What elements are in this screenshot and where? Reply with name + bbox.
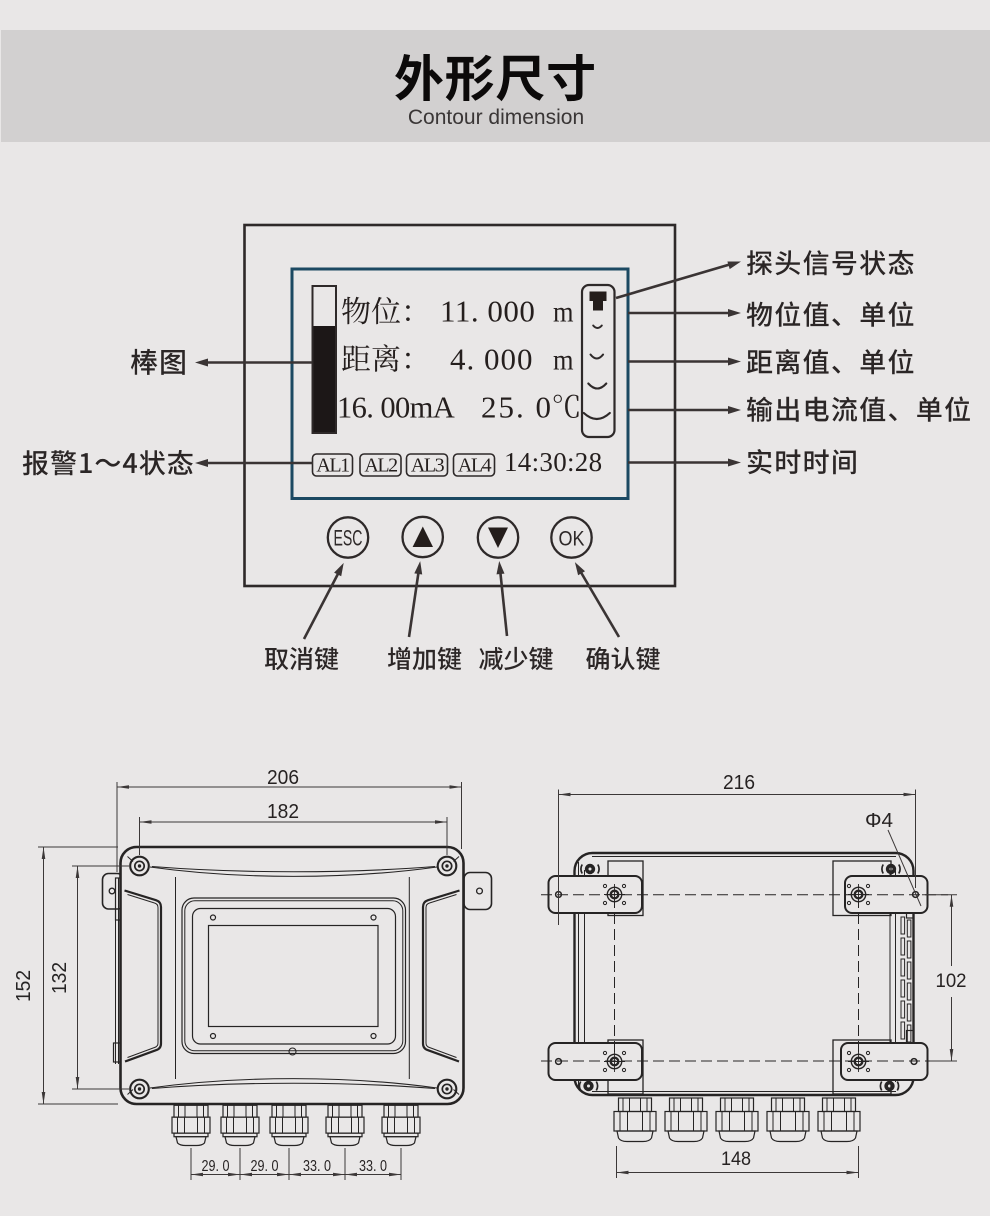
svg-text:ESC: ESC xyxy=(334,526,363,551)
svg-text:25. 0: 25. 0 xyxy=(481,390,553,425)
svg-text:216: 216 xyxy=(723,772,755,794)
svg-text:14:30:28: 14:30:28 xyxy=(504,447,602,477)
svg-text:29. 0: 29. 0 xyxy=(202,1158,230,1175)
svg-text:132: 132 xyxy=(49,962,71,994)
svg-text:Contour dimension: Contour dimension xyxy=(408,106,584,129)
svg-text:33. 0: 33. 0 xyxy=(303,1158,331,1175)
svg-text:29. 0: 29. 0 xyxy=(251,1158,279,1175)
svg-text:AL2: AL2 xyxy=(364,455,397,477)
svg-text:AL4: AL4 xyxy=(458,455,492,477)
svg-text:AL1: AL1 xyxy=(316,455,349,477)
svg-text:182: 182 xyxy=(267,801,299,823)
svg-text:m: m xyxy=(553,344,574,377)
svg-text:OK: OK xyxy=(559,528,585,551)
svg-text:33. 0: 33. 0 xyxy=(359,1158,387,1175)
svg-text:m: m xyxy=(553,296,574,329)
svg-text:148: 148 xyxy=(721,1149,751,1170)
svg-text:16. 00mA: 16. 00mA xyxy=(337,391,455,425)
svg-text:206: 206 xyxy=(267,767,299,789)
svg-text:AL3: AL3 xyxy=(411,455,445,477)
svg-text:11. 000: 11. 000 xyxy=(440,294,535,329)
svg-text:102: 102 xyxy=(936,970,967,992)
svg-text:152: 152 xyxy=(13,970,35,1002)
svg-text:Φ4: Φ4 xyxy=(865,810,893,832)
svg-text:4. 000: 4. 000 xyxy=(450,342,534,377)
